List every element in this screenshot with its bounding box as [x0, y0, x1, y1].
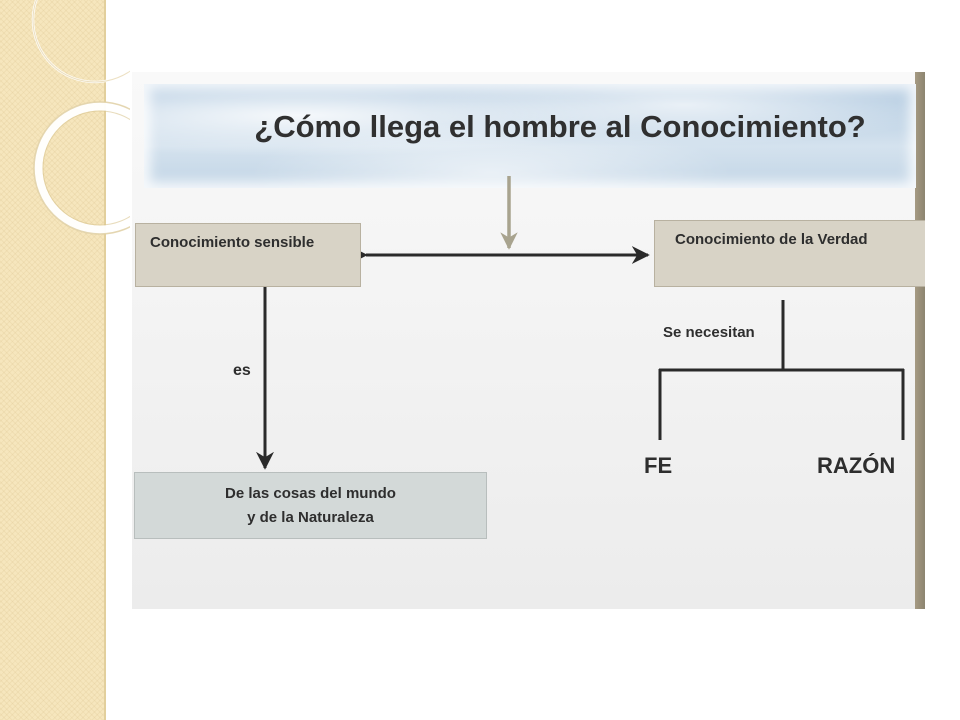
node-conocimiento-verdad-label: Conocimiento de la Verdad [675, 231, 868, 248]
node-fe: FE [644, 453, 673, 478]
node-conocimiento-verdad: Conocimiento de la Verdad [654, 220, 925, 287]
concept-map-slide: ¿Cómo llega el hombre al Conocimiento? C… [132, 72, 925, 609]
slide-right-edge [915, 72, 925, 609]
diagram-connectors [256, 176, 905, 470]
decorative-side-strip [0, 0, 106, 720]
node-conocimiento-sensible: Conocimiento sensible [135, 223, 361, 287]
node-razon: RAZÓN [817, 453, 896, 478]
node-cosas-del-mundo: De las cosas del mundo y de la Naturalez… [134, 472, 487, 539]
edge-label-se-necesitan: Se necesitan [663, 324, 755, 341]
node-cosas-line2: y de la Naturaleza [247, 508, 374, 526]
title-banner: ¿Cómo llega el hombre al Conocimiento? [144, 84, 916, 188]
node-cosas-line1: De las cosas del mundo [225, 484, 396, 502]
decorative-circles [31, 0, 130, 235]
edge-label-es: es [233, 362, 251, 379]
node-conocimiento-sensible-label: Conocimiento sensible [150, 234, 315, 251]
diagram-title: ¿Cómo llega el hombre al Conocimiento? [254, 109, 866, 144]
